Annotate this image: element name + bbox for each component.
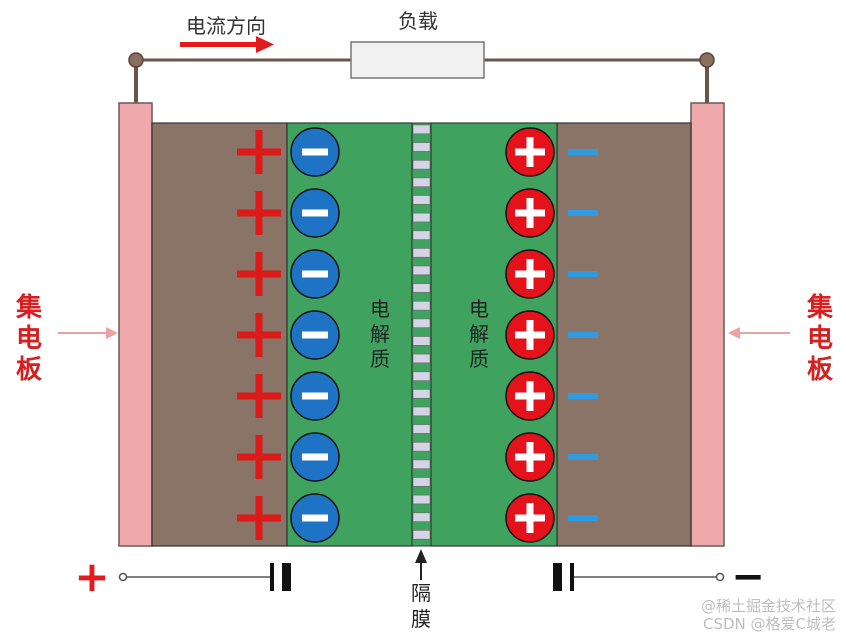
terminal-node-right	[715, 572, 725, 582]
negative-ion	[290, 249, 340, 299]
svg-text:解: 解	[370, 322, 390, 346]
left-electrode-plus	[237, 435, 281, 479]
bottom-circuit: + −	[74, 552, 764, 601]
separator-segment	[412, 283, 431, 293]
load-label: 负载	[398, 9, 438, 33]
svg-text:质: 质	[370, 347, 390, 371]
separator-segment	[412, 300, 431, 311]
current-direction-arrow	[180, 36, 274, 53]
negative-ion	[290, 310, 340, 360]
capacitor-plate-left-thin	[270, 563, 274, 591]
svg-text:集: 集	[15, 292, 43, 323]
separator-membrane	[411, 122, 432, 547]
svg-text:膜: 膜	[411, 607, 431, 631]
separator-segment	[412, 124, 431, 135]
watermark: @稀土掘金技术社区 CSDN @格爱C城老	[701, 597, 836, 633]
svg-text:质: 质	[469, 347, 489, 371]
separator-segment	[412, 212, 431, 223]
separator-segment	[412, 248, 431, 258]
negative-ion	[290, 127, 340, 177]
svg-text:电: 电	[807, 324, 833, 354]
watermark-line1: @稀土掘金技术社区	[701, 597, 836, 615]
negative-ion	[290, 188, 340, 238]
separator-pointer	[415, 549, 427, 580]
separator-label: 隔 膜	[411, 581, 431, 631]
positive-ion	[505, 188, 555, 238]
collector-plate-right	[690, 102, 725, 547]
left-electrode-plus	[237, 374, 281, 418]
wire-joint-right	[699, 52, 715, 68]
current-direction-label: 电流方向	[186, 14, 266, 38]
positive-ion	[505, 249, 555, 299]
collector-label-right: 集 电 板	[806, 292, 834, 385]
right-electrode-minus	[568, 393, 598, 399]
capacitor-plate-left-thick	[282, 563, 291, 591]
svg-text:集: 集	[806, 292, 834, 323]
left-electrode-plus	[237, 191, 281, 235]
right-electrode-minus	[568, 515, 598, 521]
left-electrode-plus	[237, 313, 281, 357]
wire-joint-left	[128, 52, 144, 68]
external-circuit: 负载 电流方向	[128, 9, 715, 103]
left-electrode-plus	[237, 496, 281, 540]
negative-ion	[290, 371, 340, 421]
load-resistor	[350, 41, 485, 79]
right-electrode-minus	[568, 271, 598, 277]
separator-segment	[412, 512, 431, 522]
svg-text:电: 电	[370, 297, 390, 321]
separator-segment	[412, 142, 431, 152]
svg-text:隔: 隔	[411, 581, 431, 605]
separator-segment	[412, 441, 431, 452]
electrolyte-label-left: 电 解 质	[370, 297, 390, 371]
positive-ion	[505, 127, 555, 177]
separator-segment	[412, 265, 431, 276]
separator-segment	[412, 371, 431, 381]
right-electrode-minus	[568, 210, 598, 216]
collector-pointer-left	[58, 327, 118, 339]
svg-text:解: 解	[469, 322, 489, 346]
separator-segment	[412, 459, 431, 469]
right-electrode-minus	[568, 332, 598, 338]
electrolyte-label-right: 电 解 质	[469, 297, 489, 371]
right-electrode-minus	[568, 149, 598, 155]
collector-plate-left	[118, 102, 153, 547]
svg-text:电: 电	[469, 297, 489, 321]
watermark-line2: CSDN @格爱C城老	[703, 615, 836, 633]
collector-pointer-right	[728, 327, 790, 339]
terminal-negative: −	[731, 554, 765, 600]
capacitor-plate-right-thin	[570, 563, 574, 591]
separator-segment	[412, 530, 431, 540]
negative-ion	[290, 432, 340, 482]
negative-ion	[290, 493, 340, 543]
positive-ion	[505, 371, 555, 421]
separator-segment	[412, 318, 431, 328]
separator-segment	[412, 230, 431, 240]
separator-segment	[412, 389, 431, 399]
separator-segment	[412, 477, 431, 487]
collector-label-left: 集 电 板	[15, 292, 43, 385]
svg-text:板: 板	[16, 355, 42, 385]
charge-layer	[237, 127, 598, 543]
capacitor-plate-right-thick	[553, 563, 562, 591]
separator-segment	[412, 195, 431, 205]
separator-segment	[412, 494, 431, 505]
separator-segment	[412, 336, 431, 346]
separator-segment	[412, 177, 431, 187]
svg-text:电: 电	[16, 324, 42, 354]
separator-segment	[412, 406, 431, 417]
separator-segment	[412, 424, 431, 434]
left-electrode-plus	[237, 252, 281, 296]
terminal-positive: +	[74, 552, 109, 601]
terminal-node-left	[118, 572, 128, 582]
left-electrode-plus	[237, 130, 281, 174]
positive-ion	[505, 493, 555, 543]
right-electrode-minus	[568, 454, 598, 460]
positive-ion	[505, 310, 555, 360]
positive-ion	[505, 432, 555, 482]
separator-segment	[412, 160, 431, 170]
svg-text:板: 板	[807, 355, 833, 385]
separator-segment	[412, 353, 431, 364]
